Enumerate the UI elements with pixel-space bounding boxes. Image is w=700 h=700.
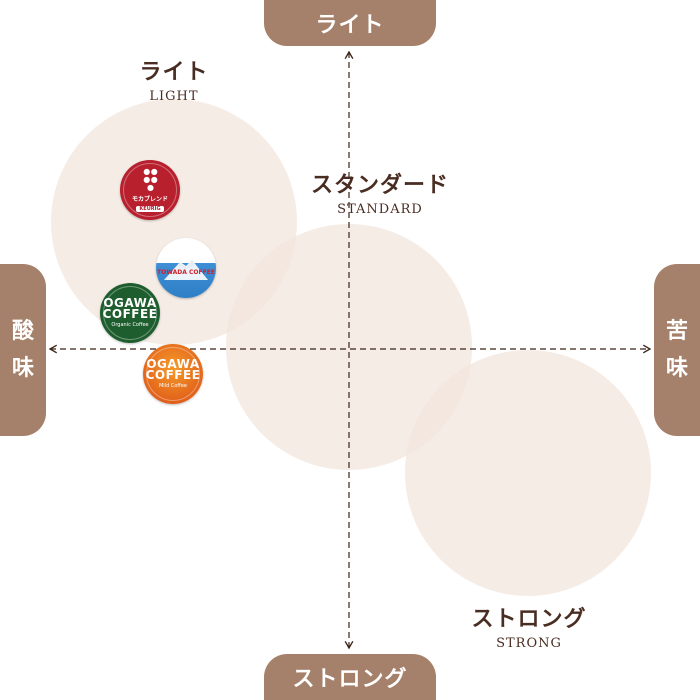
axis-label-left-char-1: 酸	[11, 318, 34, 344]
axis-label-left-char-2: 味	[11, 356, 34, 381]
zone-label-strong: ストロング STRONG	[454, 601, 604, 651]
product-pod-mocha[interactable]: ● ●● ●● モカブレンド KEURIG	[120, 160, 180, 220]
zone-strong-en: STRONG	[496, 636, 562, 651]
axis-label-right-char-2: 味	[665, 356, 688, 381]
product-pod-fuji[interactable]: TOWADA COFFEE	[156, 238, 216, 298]
zone-strong-name: ストロング	[471, 607, 587, 632]
light-zone-circle	[51, 99, 297, 345]
zone-standard-name: スタンダード	[310, 173, 449, 198]
pod-ring	[146, 347, 200, 401]
strong-zone-circle	[405, 350, 651, 596]
product-pod-organic[interactable]: OGAWA COFFEE Organic Coffee	[100, 283, 160, 343]
mount-fuji-icon	[164, 260, 208, 280]
pod-ring	[123, 163, 177, 217]
axis-label-right: 苦 味	[654, 264, 700, 436]
product-pod-mild[interactable]: OGAWA COFFEE Mild Coffee	[143, 344, 203, 404]
zone-light-name: ライト	[139, 60, 209, 85]
axis-label-left: 酸 味	[0, 264, 46, 436]
axis-label-right-char-1: 苦	[665, 318, 688, 344]
pod-ring	[103, 286, 157, 340]
axis-label-top: ライト	[264, 0, 436, 46]
axis-label-bottom: ストロング	[264, 654, 436, 700]
zone-light-en: LIGHT	[149, 89, 199, 104]
pod-fuji-name: TOWADA COFFEE	[157, 268, 215, 276]
zone-label-light: ライト LIGHT	[104, 54, 244, 104]
zone-label-standard: スタンダード STANDARD	[295, 167, 465, 217]
zone-standard-en: STANDARD	[337, 202, 423, 217]
